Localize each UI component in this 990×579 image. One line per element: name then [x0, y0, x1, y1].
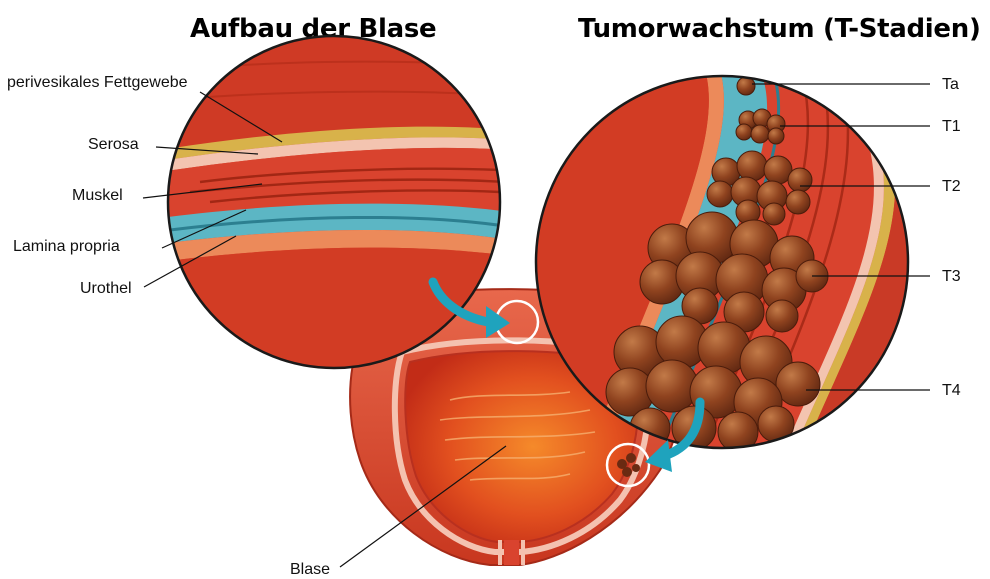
- label-muscle: Muskel: [72, 187, 123, 205]
- label-stage-ta: Ta: [942, 76, 959, 94]
- label-urothel: Urothel: [80, 280, 132, 298]
- label-lamina-propria: Lamina propria: [13, 238, 120, 256]
- label-perivesical-fat: perivesikales Fettgewebe: [7, 74, 188, 92]
- label-stage-t4: T4: [942, 382, 961, 400]
- label-bladder: Blase: [290, 561, 330, 579]
- label-stage-t1: T1: [942, 118, 961, 136]
- label-serosa: Serosa: [88, 136, 139, 154]
- label-stage-t3: T3: [942, 268, 961, 286]
- label-stage-t2: T2: [942, 178, 961, 196]
